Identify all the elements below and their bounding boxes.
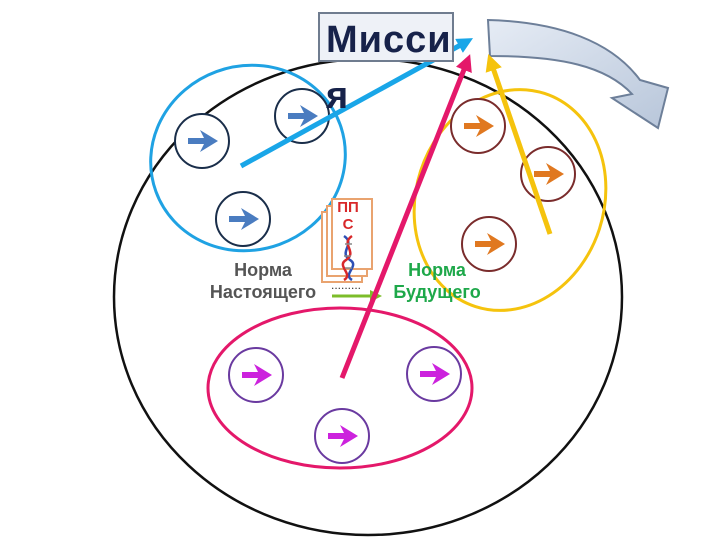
right-arrow-icon: [288, 105, 318, 127]
pps-label: ППС: [337, 199, 359, 233]
right-arrow-icon: [464, 115, 494, 137]
dna-icon: [341, 234, 355, 282]
norm-present-label: Норма Настоящего: [209, 260, 317, 302]
pps-document: .........: [321, 198, 373, 292]
group-ellipse-pink: [206, 306, 474, 470]
right-arrow-icon: [534, 163, 564, 185]
person-node: [174, 113, 230, 169]
arrow-present-to-mission: [239, 38, 474, 169]
right-arrow-icon: [420, 363, 450, 385]
right-arrow-icon: [475, 233, 505, 255]
right-arrow-icon: [229, 208, 259, 230]
person-node: [228, 347, 284, 403]
mission-label: Миссия: [326, 19, 452, 117]
person-node: [406, 346, 462, 402]
arrow-yellow-to-mission: [485, 53, 553, 235]
group-ellipse-yellow: [412, 88, 608, 312]
mission-box: [318, 12, 454, 62]
right-arrow-icon: [328, 425, 358, 447]
right-arrow-icon: [188, 130, 218, 152]
group-ellipse-blue: [149, 63, 347, 253]
right-arrow-icon: [242, 364, 272, 386]
curved-arrow-icon: [486, 18, 670, 130]
person-node: [461, 216, 517, 272]
person-node: [215, 191, 271, 247]
norm-future-label: Норма Будущего: [393, 260, 481, 302]
pps-dots: .........: [331, 278, 361, 292]
person-node: [450, 98, 506, 154]
person-node: [314, 408, 370, 464]
arrow-pink-to-mission: [339, 54, 472, 379]
